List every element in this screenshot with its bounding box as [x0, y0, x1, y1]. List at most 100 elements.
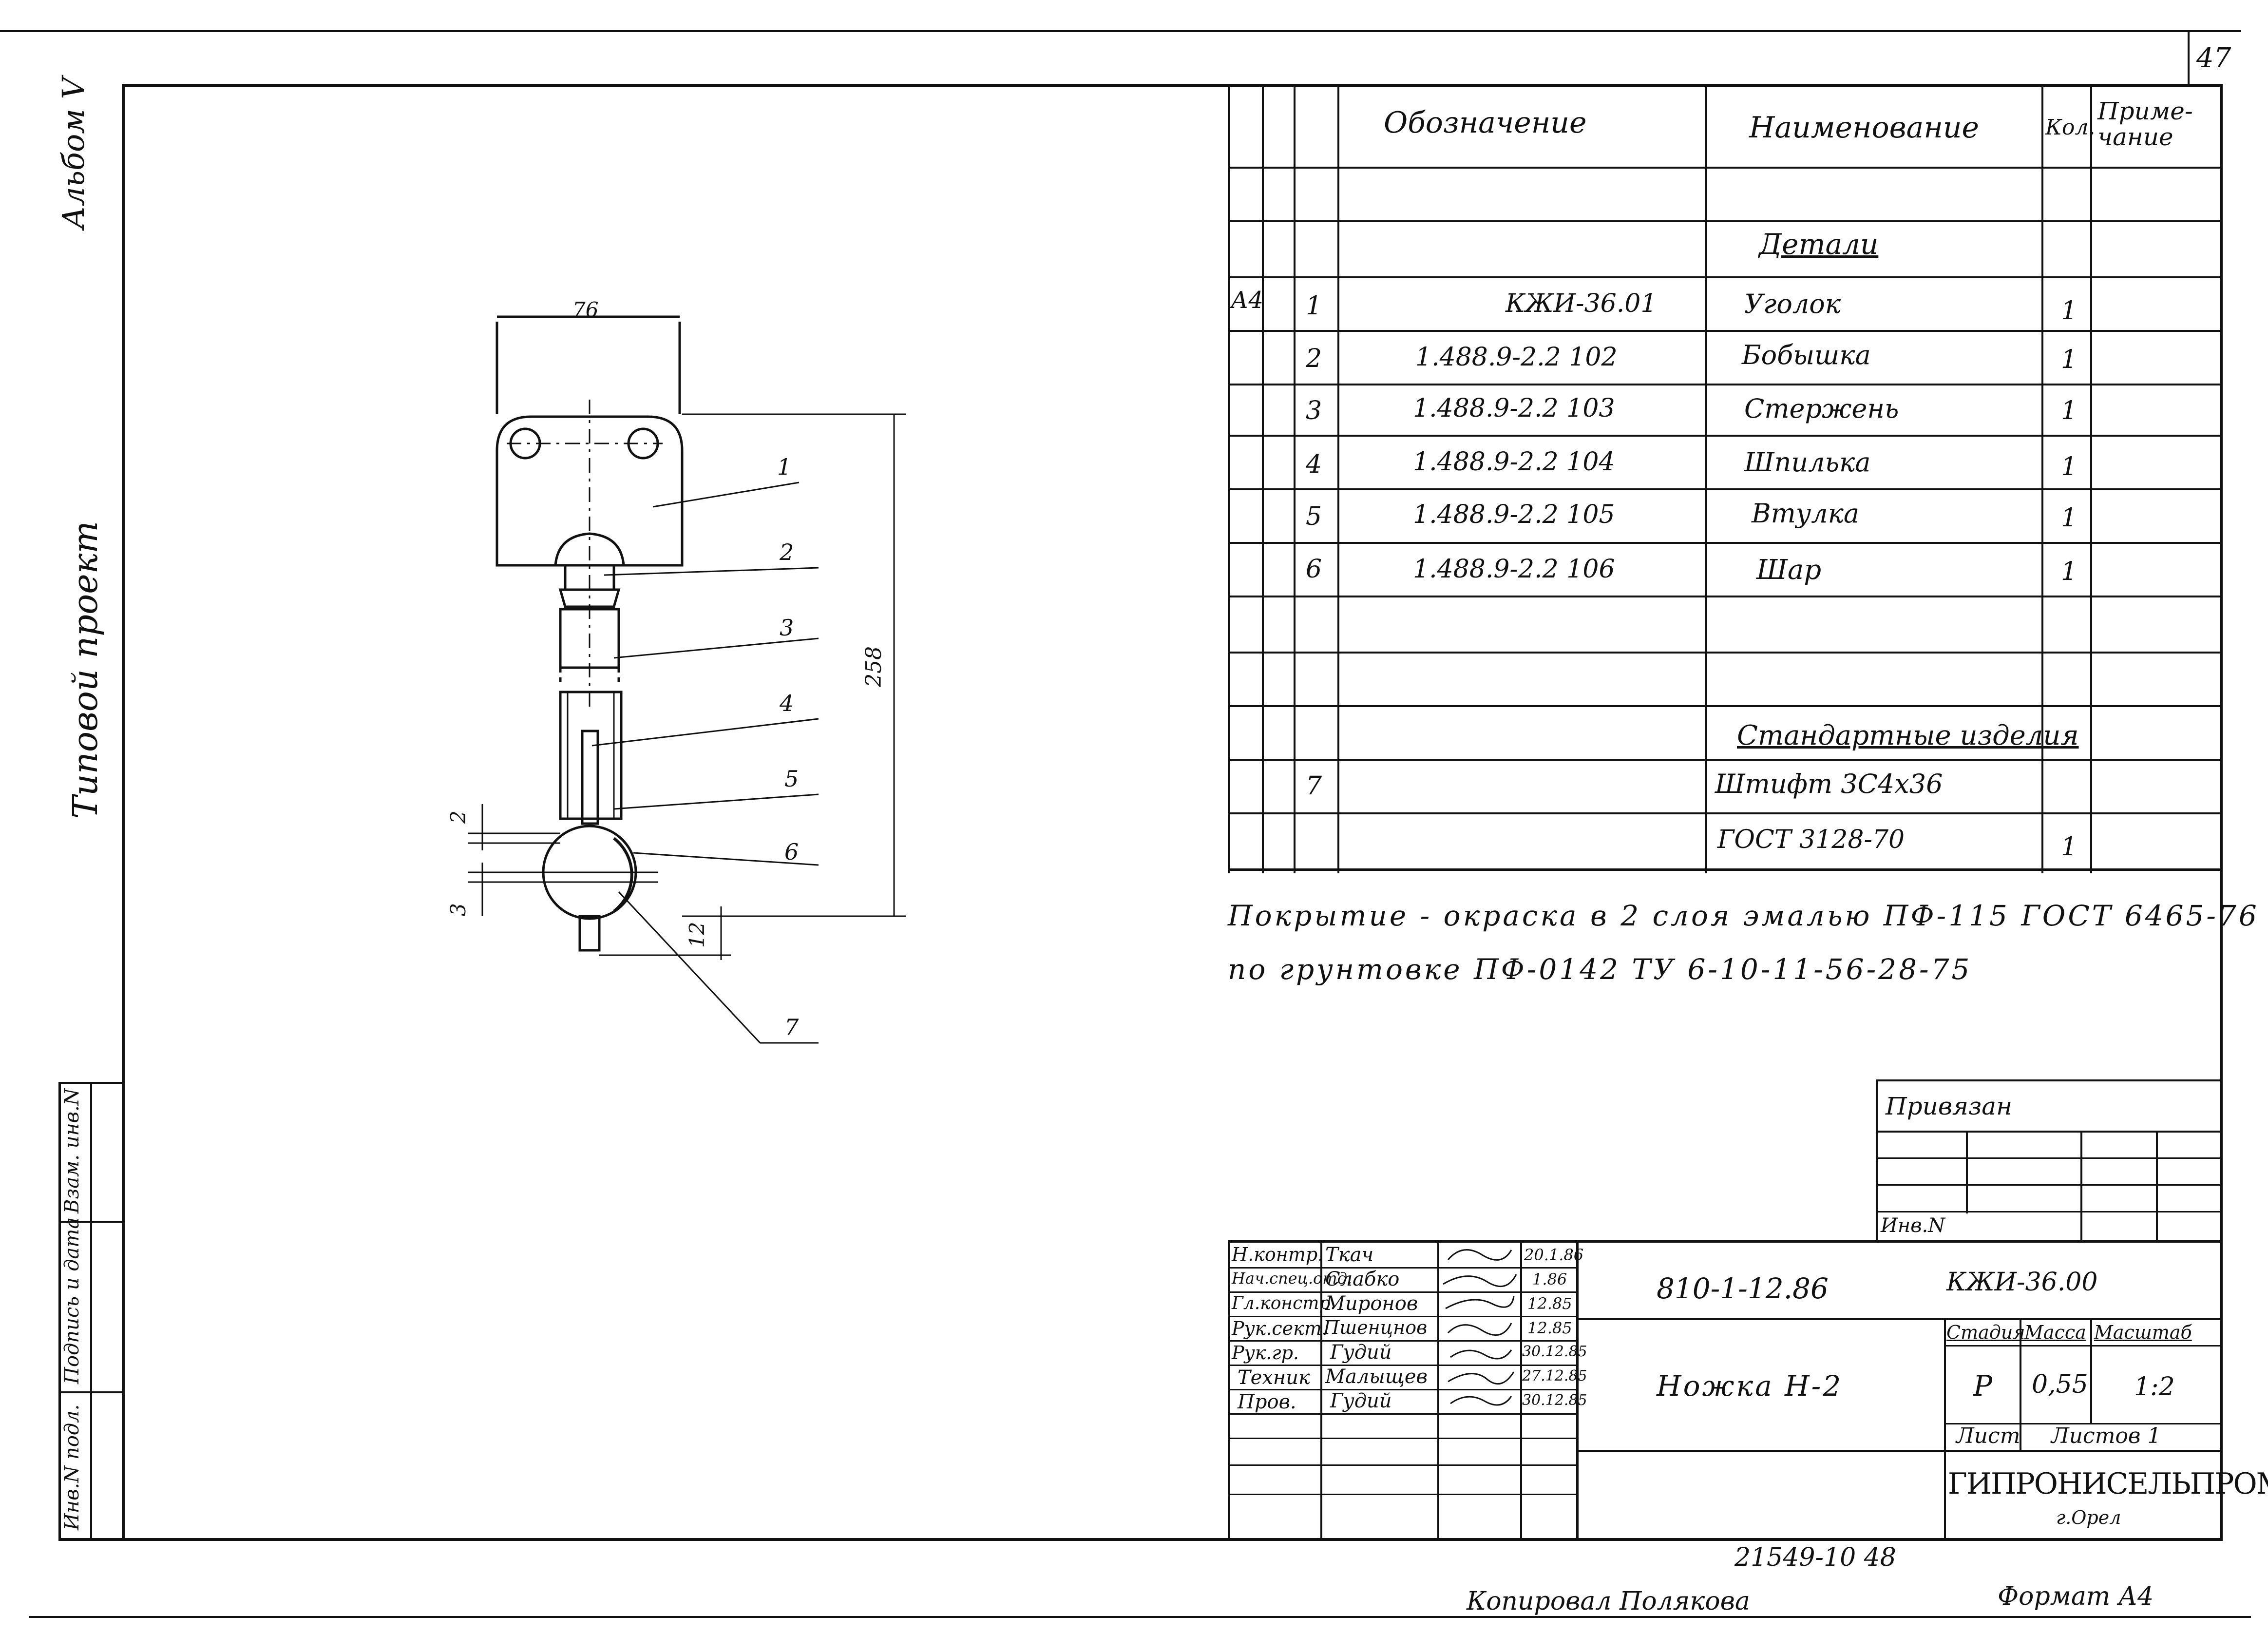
header-note: Приме- чание: [2097, 97, 2193, 151]
sign-date: 30.12.85: [1522, 1392, 1587, 1409]
signer-name: Гудий: [1330, 1341, 1392, 1364]
signer-name: Ткач: [1325, 1244, 1374, 1266]
callout-3: 3: [780, 615, 794, 641]
callout-5: 5: [784, 766, 799, 792]
header-qty: Кол.: [2045, 115, 2096, 140]
sheet-label: Лист: [1956, 1423, 2020, 1448]
row-qty: 1: [2061, 557, 2077, 586]
row-name: Уголок: [1744, 289, 1841, 319]
signer-name: Гудий: [1330, 1390, 1392, 1412]
strip-mid: [90, 1082, 92, 1540]
callout-1: 1: [777, 454, 792, 480]
mass-label: Масса: [2024, 1322, 2086, 1343]
header-designation: Обозначение: [1384, 106, 1587, 140]
tied-label: Привязан: [1886, 1092, 2013, 1120]
project-code: 810-1-12.86: [1657, 1272, 1829, 1305]
strip-div2: [58, 1391, 125, 1393]
strip-div1: [58, 1221, 125, 1223]
tied-inv: Инв.N: [1881, 1214, 1945, 1237]
frame-right: [2220, 84, 2223, 1540]
callout-4: 4: [780, 690, 794, 716]
section-details: Детали: [1759, 228, 1879, 261]
row-name: Бобышка: [1742, 340, 1871, 370]
row-name: Втулка: [1752, 498, 1860, 529]
signer-name: Миронов: [1325, 1292, 1418, 1315]
title-block: Н.контр. Нач.спец.отд. Гл.констр. Рук.се…: [1228, 1240, 2268, 1540]
row-name: Стержень: [1744, 393, 1899, 424]
archive-number: 21549-10 48: [1734, 1543, 1896, 1572]
top-trim-line: [0, 30, 2241, 32]
scale-label: Масштаб: [2094, 1322, 2192, 1343]
dim-2: 2: [446, 810, 470, 824]
frame-top: [122, 84, 2223, 87]
signatures: [1443, 1249, 1517, 1406]
row-pos: 1: [1306, 291, 1322, 321]
sign-date: 20.1.86: [1524, 1246, 1584, 1264]
sign-date: 12.85: [1527, 1294, 1572, 1313]
row-pos: 6: [1306, 555, 1322, 584]
role: Н.контр.: [1232, 1244, 1324, 1265]
role: Рук.гр.: [1232, 1342, 1299, 1364]
sign-date: 1.86: [1532, 1270, 1567, 1289]
row-name: Шпилька: [1744, 447, 1871, 478]
dim-3: 3: [446, 903, 470, 916]
role: Нач.спец.отд.: [1232, 1269, 1353, 1288]
row-pos: 3: [1306, 396, 1322, 425]
frame-left: [122, 84, 125, 1540]
format-label-footer: Формат А4: [1998, 1582, 2154, 1611]
scale-value: 1:2: [2134, 1372, 2175, 1402]
row-qty: 1: [2061, 396, 2077, 425]
strip-left: [58, 1082, 61, 1540]
header-name: Наименование: [1749, 111, 1980, 145]
drawing-title: Ножка Н-2: [1657, 1369, 1843, 1403]
tied-block: Привязан Инв.N: [1876, 1079, 2223, 1240]
bottom-trim-line: [29, 1616, 2251, 1618]
spec-table: Обозначение Наименование Кол. Приме- чан…: [1228, 84, 2223, 873]
section-standard: Стандартные изделия: [1737, 720, 2079, 751]
role: Гл.констр.: [1232, 1293, 1336, 1313]
row-qty: 1: [2061, 452, 2077, 481]
row-designation: 1.488.9-2.2 104: [1413, 447, 1615, 477]
row-qty: 1: [2061, 503, 2077, 533]
std-qty: 1: [2061, 832, 2077, 862]
sheets-label: Листов 1: [2051, 1423, 2161, 1448]
stage-value: Р: [1973, 1369, 1993, 1403]
role: Техник: [1238, 1366, 1310, 1389]
row-pos: 4: [1306, 450, 1322, 479]
std-name-2: ГОСТ 3128-70: [1717, 825, 1905, 854]
mass-value: 0,55: [2032, 1370, 2088, 1399]
row-name: Шар: [1756, 554, 1822, 586]
row-designation: 1.488.9-2.2 102: [1415, 343, 1618, 372]
std-pos: 7: [1306, 771, 1322, 801]
sign-date: 30.12.85: [1522, 1343, 1587, 1360]
callout-6: 6: [784, 839, 799, 865]
frame-bottom: [58, 1538, 2223, 1541]
copied-by: Копировал Полякова: [1467, 1587, 1750, 1616]
sheet-box-left: [2188, 32, 2190, 86]
dim-76: 76: [572, 298, 599, 322]
role: Пров.: [1238, 1391, 1296, 1413]
row-designation: 1.488.9-2.2 106: [1413, 555, 1615, 584]
dim-12: 12: [685, 922, 709, 948]
row-qty: 1: [2061, 296, 2077, 326]
row-designation: 1.488.9-2.2 105: [1413, 500, 1615, 529]
city: г.Орел: [2056, 1507, 2121, 1528]
row-pos: 2: [1306, 344, 1322, 373]
signer-name: Слабко: [1325, 1268, 1400, 1290]
format-label: А4: [1231, 287, 1263, 314]
row-qty: 1: [2061, 345, 2077, 374]
doc-number: КЖИ-36.00: [1946, 1268, 2098, 1297]
signer-name: Малыщев: [1325, 1366, 1428, 1388]
std-name-1: Штифт 3С4х36: [1715, 769, 1943, 799]
row-pos: 5: [1306, 502, 1322, 531]
organization: ГИПРОНИСЕЛЬПРОМ: [1948, 1467, 2268, 1501]
sign-date: 27.12.85: [1522, 1367, 1587, 1385]
row-designation: 1.488.9-2.2 103: [1413, 394, 1615, 423]
sheet-number: 47: [2196, 42, 2231, 74]
coating-note-line1: Покрытие - окраска в 2 слоя эмалью ПФ-11…: [1228, 899, 2259, 932]
signer-name: Пшенцнов: [1323, 1317, 1428, 1338]
callout-2: 2: [780, 539, 794, 565]
stage-label: Стадия: [1946, 1322, 2025, 1343]
callout-7: 7: [784, 1014, 799, 1040]
